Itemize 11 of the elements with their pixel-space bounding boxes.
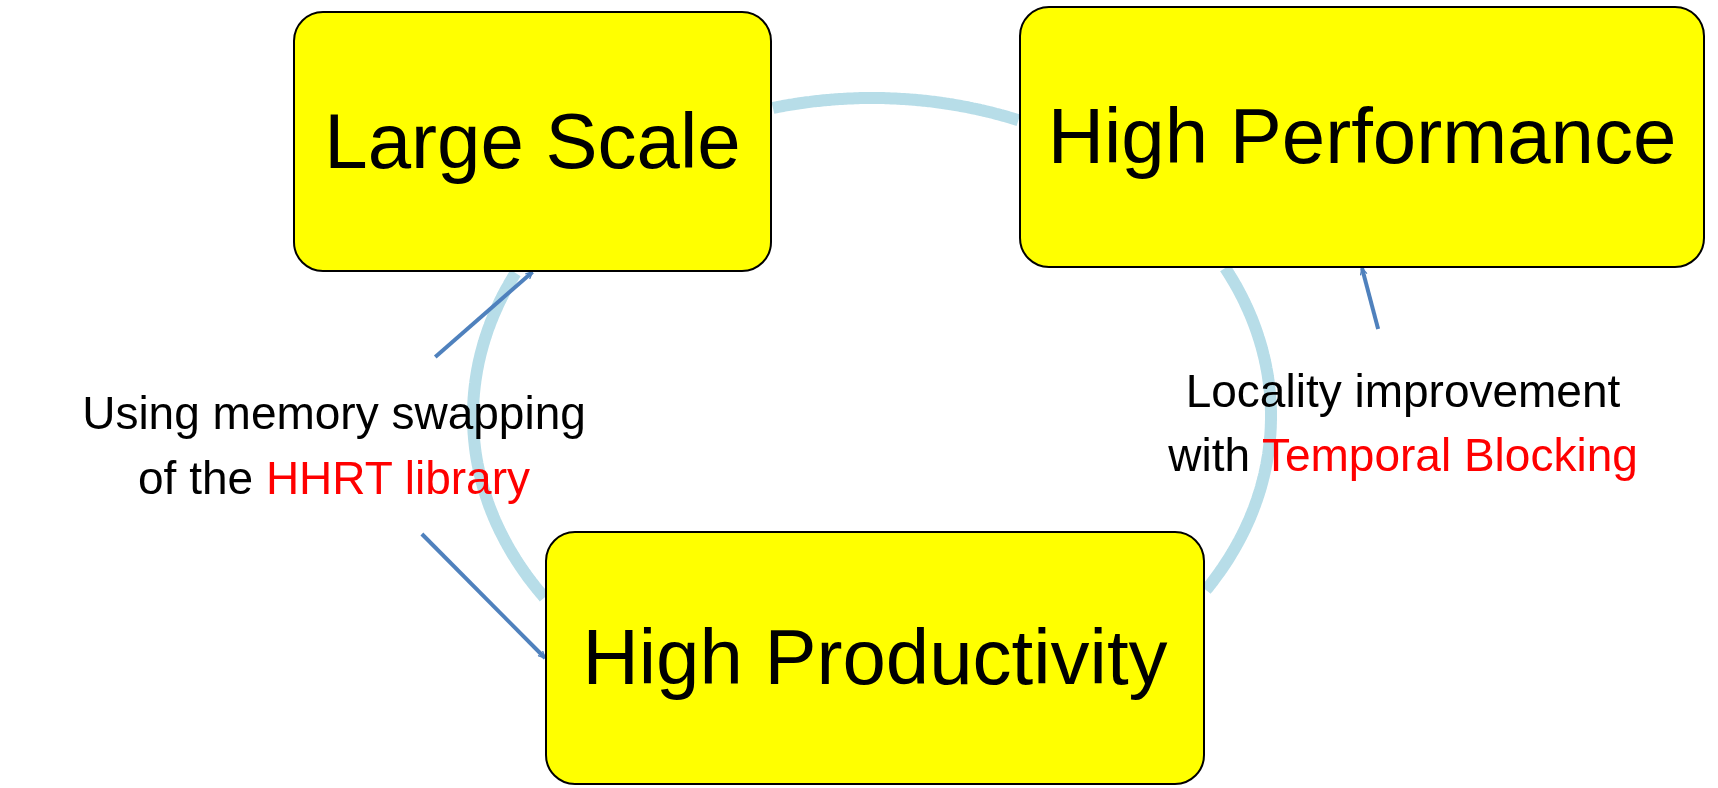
box-label: Large Scale [324,97,741,186]
rounded-box [1019,6,1705,268]
rounded-box [293,11,772,272]
box-label: High Performance [1047,93,1677,181]
annotation-text: Using memory swapping of the HHRT library [81,386,587,506]
arrow [420,532,547,660]
arrow [1359,267,1381,330]
annotation-text: Locality improvement with Temporal Blocking [1167,363,1639,483]
box-label: High Productivity [582,614,1168,702]
arrow [433,270,534,359]
rounded-box [545,531,1205,785]
